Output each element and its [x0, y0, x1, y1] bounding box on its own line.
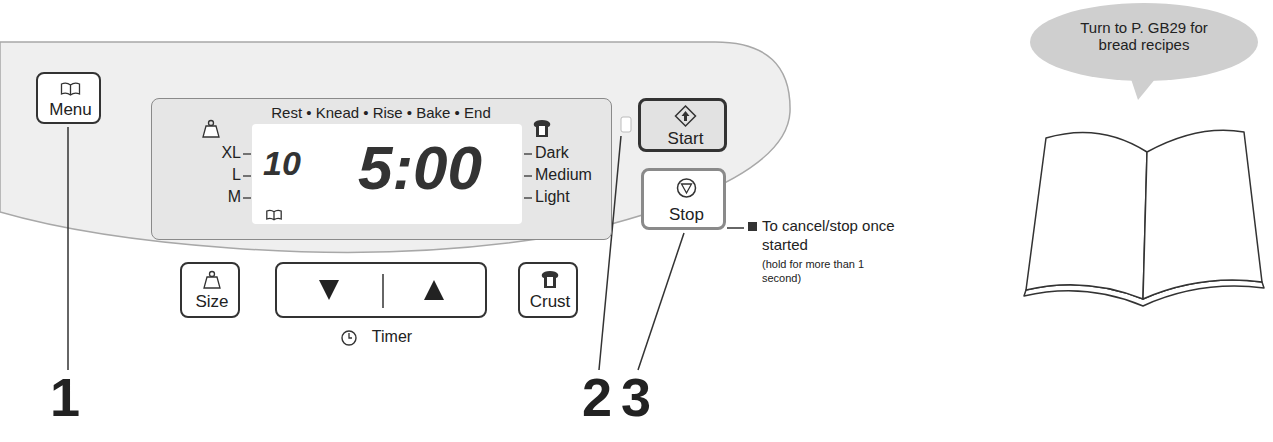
clock-icon: [342, 331, 356, 345]
weight-icon: [210, 272, 215, 277]
button-label: Stop: [669, 205, 704, 225]
clock-icon: [349, 333, 352, 338]
bread-icon: [547, 277, 553, 286]
button-label: M: [228, 188, 241, 206]
book-icon: [267, 210, 281, 219]
button-label: XL: [221, 144, 241, 162]
book-icon: [62, 83, 80, 95]
bubble-text: Turn to P. GB29 for bread recipes: [1059, 19, 1229, 54]
weight-icon: [209, 121, 214, 126]
stop-button: Stop: [641, 168, 726, 230]
crust-button: Crust: [518, 262, 578, 318]
button-label: Dark: [535, 144, 569, 162]
scale-tick: [243, 175, 251, 176]
divider: [382, 274, 384, 308]
button-label: Timer: [372, 328, 412, 346]
button-label: Start: [668, 129, 704, 149]
bread-icon: [539, 126, 545, 135]
leader-line: [67, 127, 69, 370]
speech-bubble: Turn to P. GB29 for bread recipes: [1030, 2, 1258, 82]
leader-line: [727, 227, 744, 229]
button-label: L: [232, 166, 241, 184]
lcd-readout: 10: [263, 144, 301, 183]
menu-button: Menu: [36, 72, 101, 124]
button-label: Medium: [535, 166, 592, 184]
leader-line: [638, 233, 684, 370]
stop-symbol: [678, 179, 696, 197]
start-symbol: [682, 111, 690, 121]
panel-housing: [0, 42, 790, 252]
bread-icon: [534, 120, 551, 137]
bread-icon: [542, 271, 559, 288]
scale-tick: [243, 153, 251, 154]
display-panel: 10 5:00 Rest • Knead • Rise • Bake • EndXL…: [151, 98, 612, 240]
button-icon: [277, 264, 489, 320]
size-button: Size: [180, 262, 240, 318]
book-right-page: [1143, 130, 1262, 299]
weight-icon: [204, 277, 220, 288]
down-arrow: [319, 280, 339, 300]
up-arrow: [424, 280, 444, 300]
note-text: To cancel/stop once started: [762, 217, 942, 255]
open-book: [1024, 130, 1264, 306]
stop-symbol: [682, 184, 692, 193]
indicator-lamp: [621, 117, 631, 132]
lcd-readout: 5:00: [358, 132, 482, 203]
button-label: Menu: [49, 100, 92, 120]
callout-number: 2: [582, 370, 612, 424]
lcd-screen: 10 5:00: [252, 124, 522, 224]
callout-number: 3: [621, 370, 651, 424]
bullet-square: [748, 222, 757, 231]
book-left-page: [1026, 132, 1147, 299]
callout-number: 1: [50, 370, 80, 424]
note-subtext: (hold for more than 1 second): [762, 258, 880, 286]
scale-tick: [524, 175, 532, 176]
weight-icon: [203, 126, 219, 137]
start-symbol: [676, 106, 696, 126]
scale-tick: [524, 197, 532, 198]
bubble-shape: [1030, 3, 1258, 81]
scale-tick: [243, 197, 251, 198]
button-label: Light: [535, 188, 570, 206]
scale-tick: [524, 153, 532, 154]
start-button: Start: [638, 98, 727, 152]
button-label: Crust: [530, 292, 571, 312]
program-stages: Rest • Knead • Rise • Bake • End: [271, 104, 490, 121]
button-label: Size: [195, 292, 228, 312]
timer-button: Timer: [275, 262, 487, 318]
